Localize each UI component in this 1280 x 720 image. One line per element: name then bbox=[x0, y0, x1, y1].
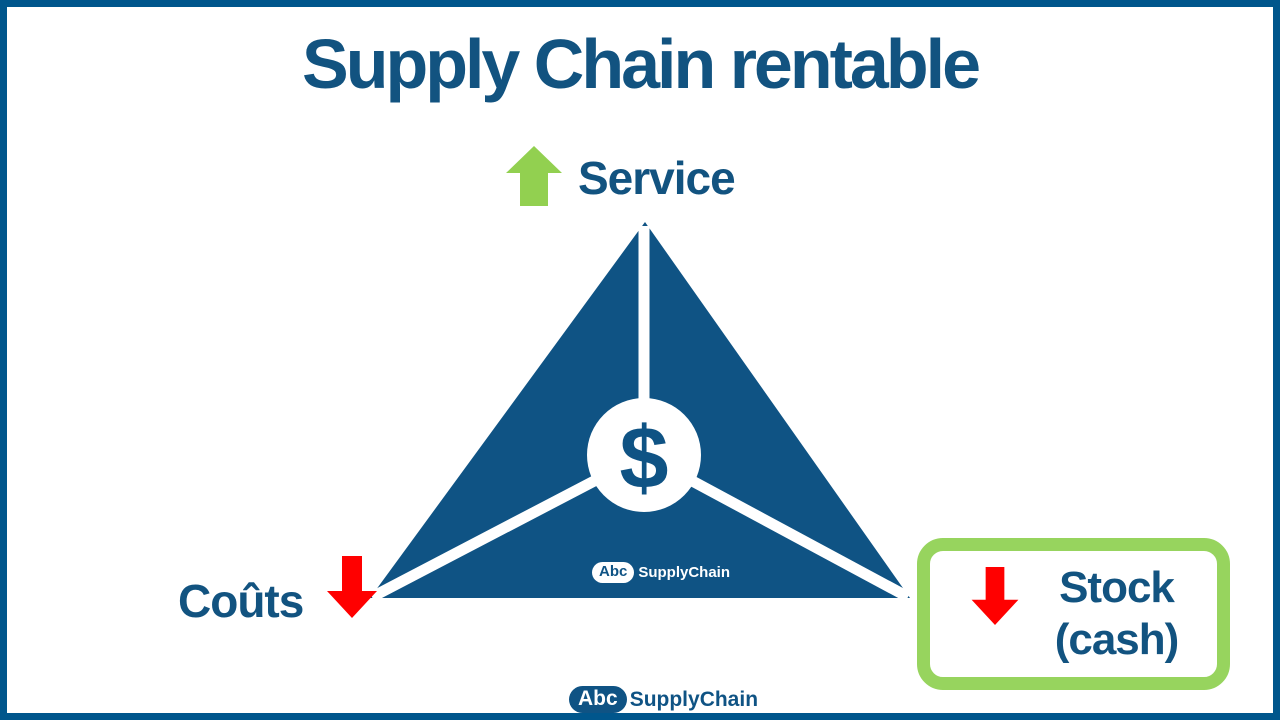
dollar-circle bbox=[587, 398, 701, 512]
service-label: Service bbox=[578, 152, 736, 204]
stock-label: Stock (cash) bbox=[1054, 562, 1180, 666]
brand-name: SupplyChain bbox=[638, 564, 731, 581]
stock-label-line1: Stock bbox=[1059, 563, 1175, 613]
brand-watermark: Abc SupplyChain bbox=[592, 562, 730, 583]
down-arrow-wrap bbox=[969, 566, 1021, 630]
up-arrow-icon bbox=[506, 146, 562, 206]
node-costs: Coûts bbox=[178, 556, 378, 627]
brand-abc-badge: Abc bbox=[592, 562, 635, 583]
down-arrow-icon bbox=[327, 556, 378, 618]
node-stock-box: Stock (cash) bbox=[917, 538, 1230, 690]
stock-label-line2: (cash) bbox=[1054, 615, 1180, 664]
dollar-sign: $ bbox=[620, 408, 669, 507]
footer-abc-badge: Abc bbox=[569, 686, 627, 714]
footer-brand-logo: Abc SupplyChain bbox=[569, 686, 759, 714]
node-service: Service bbox=[506, 146, 736, 206]
page-title: Supply Chain rentable bbox=[302, 25, 981, 103]
footer-brand-name: SupplyChain bbox=[629, 687, 759, 711]
costs-label: Coûts bbox=[178, 575, 304, 627]
down-arrow-icon bbox=[971, 566, 1019, 625]
